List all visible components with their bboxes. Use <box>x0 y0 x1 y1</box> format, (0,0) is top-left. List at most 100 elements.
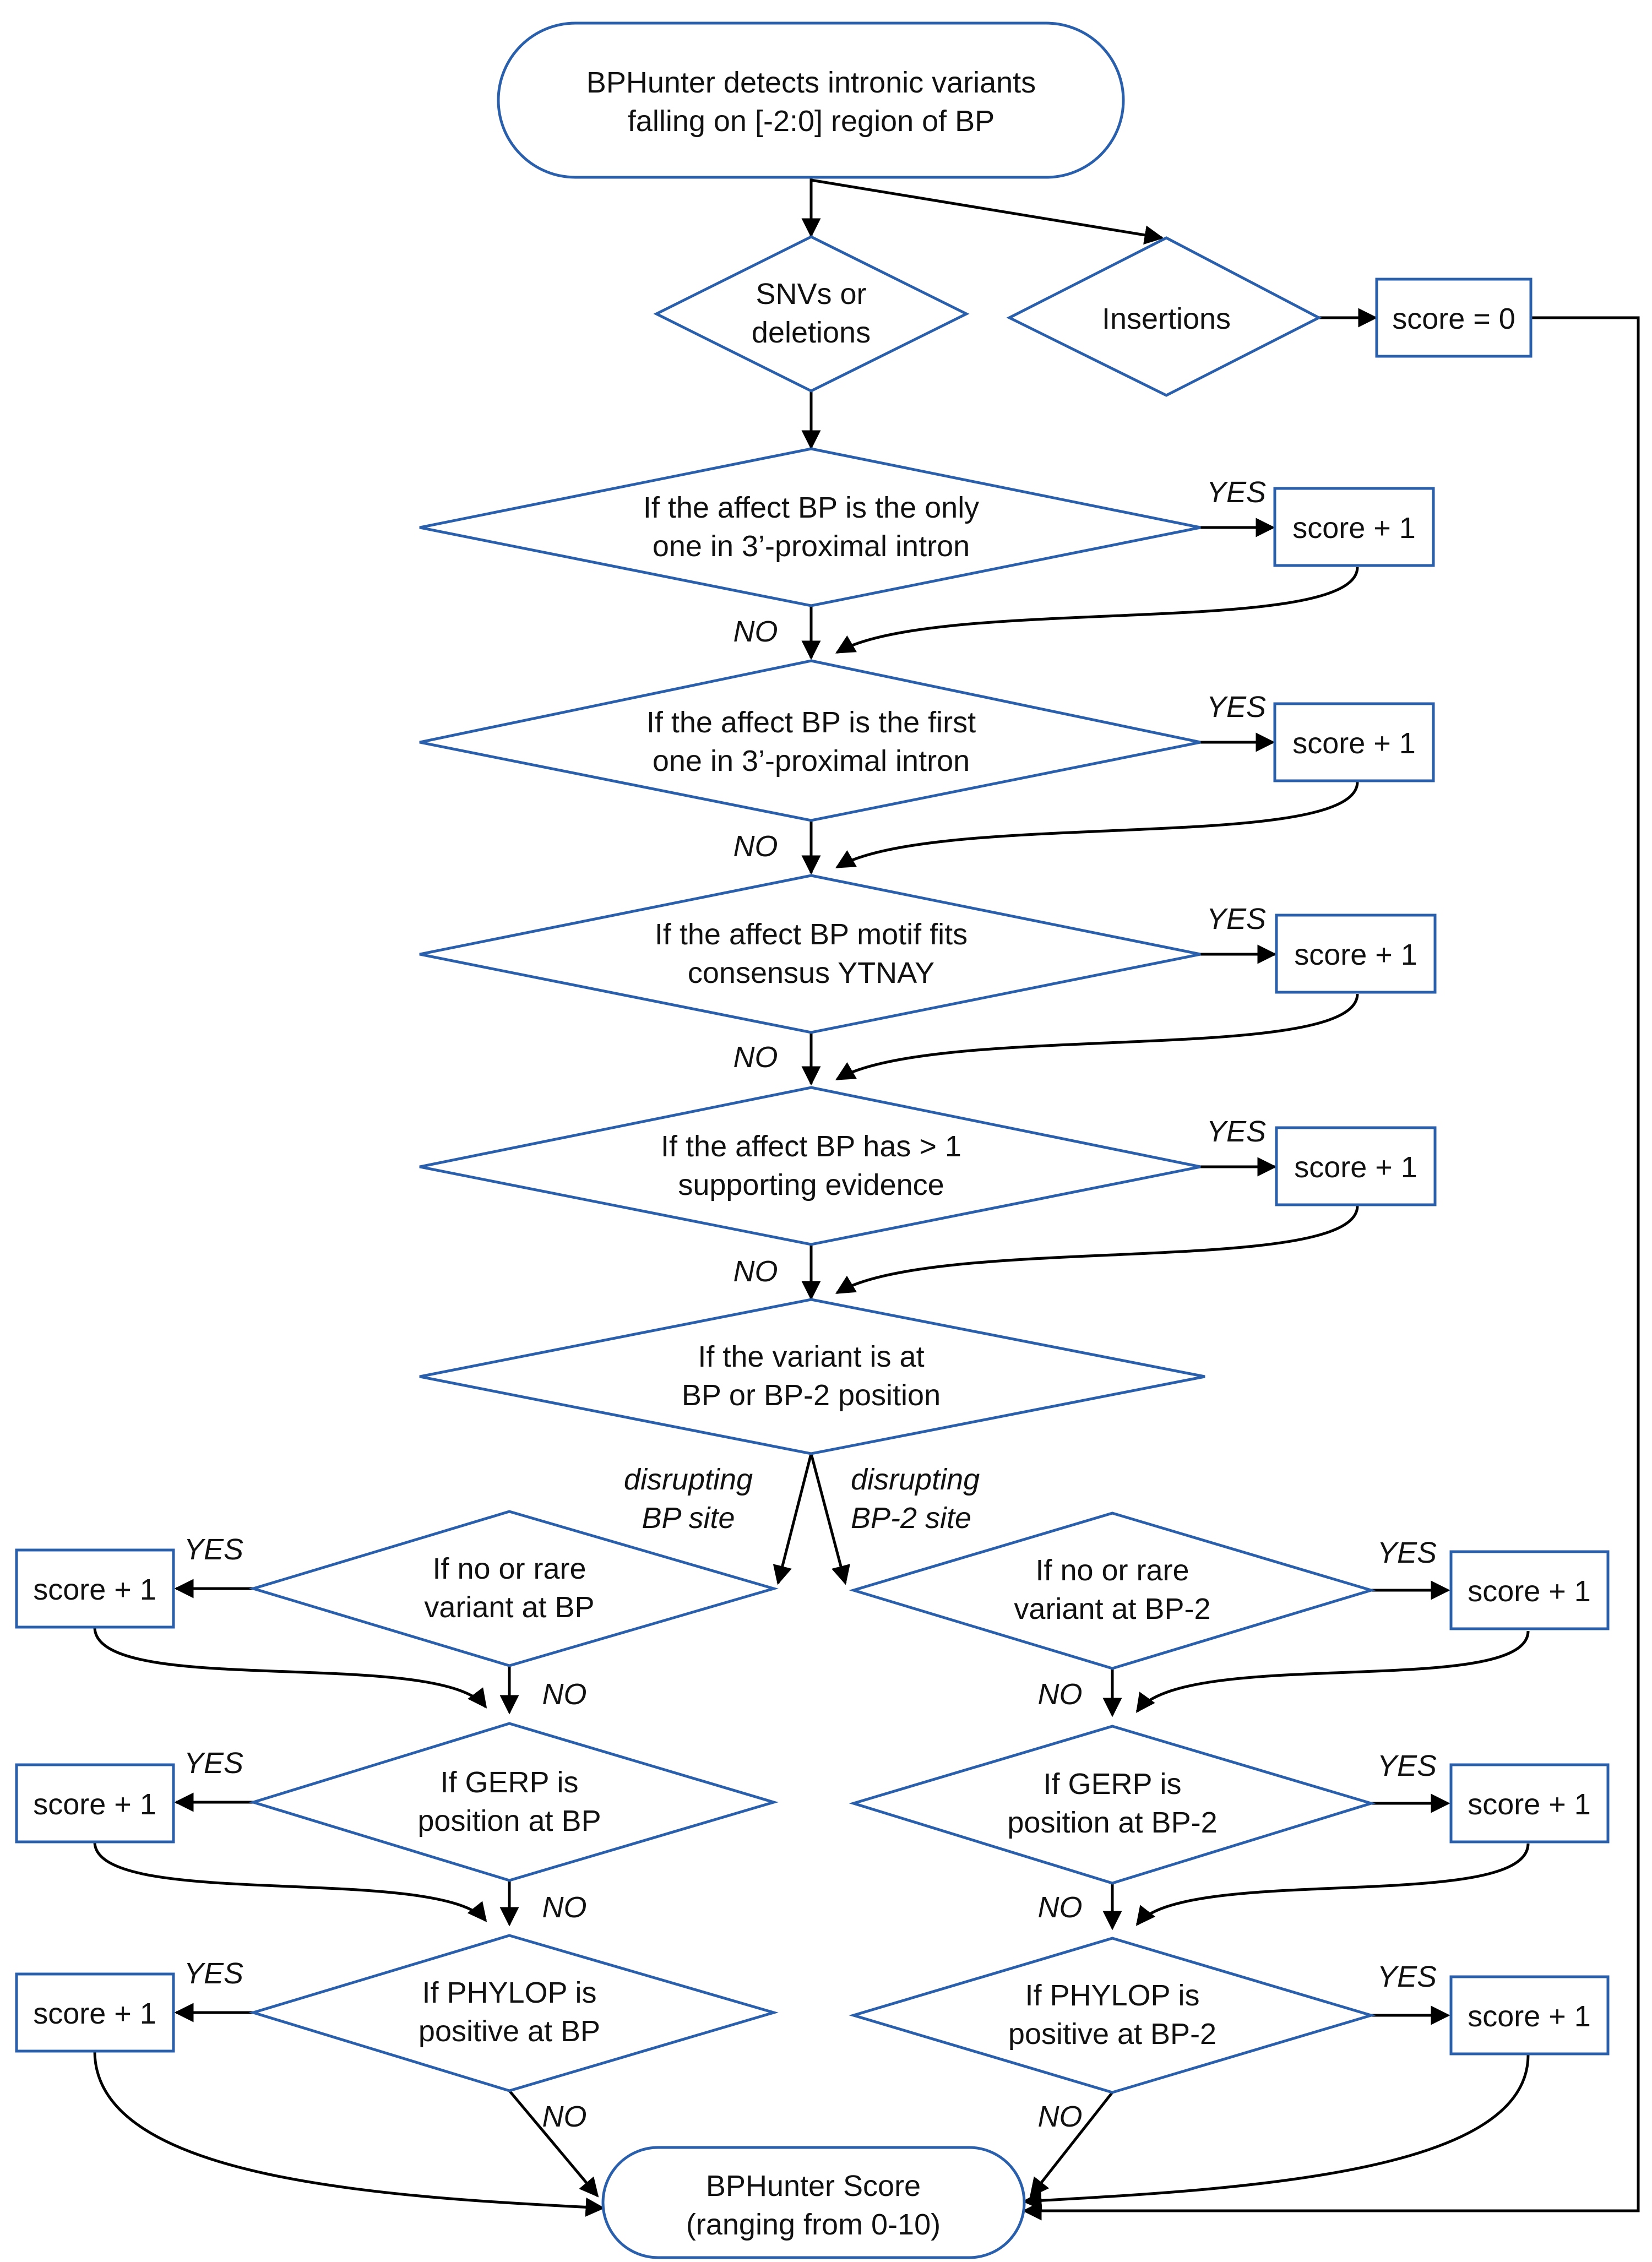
edge-position-to-rare-bp <box>773 1453 813 1585</box>
no-label: NO <box>733 615 778 648</box>
score-plus-label: score + 1 <box>1294 938 1417 971</box>
disrupt-bp2-line-1: disrupting <box>851 1463 980 1496</box>
yes-label: YES <box>184 1747 243 1780</box>
score-plus-label: score + 1 <box>1468 1575 1591 1608</box>
yes-label: YES <box>184 1957 243 1990</box>
edge-phylop-bp2-no <box>1029 2091 1113 2198</box>
score-plus-box-1: score + 1 <box>1273 487 1435 567</box>
snvs-line-1: SNVs or <box>756 278 866 311</box>
position-decision: If the variant is at BP or BP-2 position <box>419 1298 1205 1455</box>
no-label: NO <box>1038 1891 1083 1924</box>
edge-phylop-bp-no <box>508 2090 599 2198</box>
phylop-bp-line-2: positive at BP <box>419 2015 600 2048</box>
disrupt-bp-line-1: disrupting <box>624 1463 753 1496</box>
phylop-bp2-line-2: positive at BP-2 <box>1008 2018 1216 2051</box>
gerp-bp2-line-1: If GERP is <box>1043 1768 1181 1801</box>
phylop-bp-decision: If PHYLOP is positive at BP <box>248 1934 779 2092</box>
score-plus-box-4: score + 1 <box>1275 1126 1437 1206</box>
end-terminal: BPHunter Score (ranging from 0-10) <box>601 2146 1026 2259</box>
edge-rare-bp2-score-merge <box>1135 1630 1530 1713</box>
motif-line-2: consensus YTNAY <box>688 956 934 989</box>
position-line-2: BP or BP-2 position <box>682 1379 941 1412</box>
edge-start-to-insertions <box>811 178 1164 245</box>
end-line-1: BPHunter Score <box>706 2169 921 2203</box>
score-plus-label: score + 1 <box>1294 1151 1417 1184</box>
edge-score-zero-to-end <box>1022 316 1640 2221</box>
yes-label: YES <box>1207 1115 1266 1148</box>
score-plus-label: score + 1 <box>1292 727 1416 760</box>
gerp-bp2-line-2: position at BP-2 <box>1007 1806 1217 1839</box>
score-plus-box-2: score + 1 <box>1273 702 1435 782</box>
motif-line-1: If the affect BP motif fits <box>655 918 968 951</box>
score-plus-box-5: score + 1 <box>15 1548 175 1629</box>
snvs-line-2: deletions <box>752 316 871 349</box>
score-plus-box-10: score + 1 <box>1449 1975 1610 2056</box>
phylop-bp-line-1: If PHYLOP is <box>422 1976 596 2009</box>
gerp-bp-decision: If GERP is position at BP <box>248 1722 779 1882</box>
gerp-bp-line-2: position at BP <box>417 1804 601 1837</box>
rare-bp2-line-1: If no or rare <box>1035 1554 1189 1587</box>
yes-label: YES <box>1377 1960 1437 1993</box>
evidence-line-1: If the affect BP has > 1 <box>661 1130 961 1163</box>
no-label: NO <box>1038 1678 1083 1711</box>
rare-bp-line-1: If no or rare <box>432 1552 586 1585</box>
edges <box>93 177 1640 2221</box>
edge-position-to-rare-bp2 <box>809 1453 850 1585</box>
score-plus-label: score + 1 <box>33 1573 156 1606</box>
end-line-2: (ranging from 0-10) <box>686 2208 941 2241</box>
edge-first-bp-score-merge <box>835 781 1359 869</box>
start-terminal: BPHunter detects intronic variants falli… <box>497 21 1125 179</box>
phylop-bp2-decision: If PHYLOP is positive at BP-2 <box>849 1937 1376 2094</box>
phylop-bp2-line-1: If PHYLOP is <box>1025 1979 1199 2012</box>
score-plus-box-9: score + 1 <box>1449 1763 1610 1844</box>
nodes: BPHunter detects intronic variants falli… <box>15 21 1610 2259</box>
no-label: NO <box>733 1041 778 1074</box>
first-bp-decision: If the affect BP is the first one in 3’-… <box>419 659 1201 822</box>
insertions-label: Insertions <box>1102 302 1231 335</box>
score-plus-box-7: score + 1 <box>15 1972 175 2053</box>
edge-phylop-bp2-score-to-end <box>1022 2054 1530 2210</box>
score-plus-box-8: score + 1 <box>1449 1550 1610 1630</box>
edge-gerp-bp2-score-merge <box>1135 1843 1530 1926</box>
rare-bp-decision: If no or rare variant at BP <box>248 1510 779 1667</box>
edge-phylop-bp-score-to-end <box>93 2051 605 2217</box>
yes-label: YES <box>1207 902 1266 936</box>
start-line-2: falling on [-2:0] region of BP <box>628 105 995 138</box>
only-bp-line-2: one in 3’-proximal intron <box>653 530 970 563</box>
edge-motif-score-merge <box>835 993 1359 1081</box>
score-plus-box-3: score + 1 <box>1275 914 1437 994</box>
yes-label: YES <box>1377 1749 1437 1782</box>
only-bp-line-1: If the affect BP is the only <box>643 491 979 524</box>
rare-bp2-decision: If no or rare variant at BP-2 <box>849 1511 1376 1670</box>
edge-labels: YES YES YES YES NO NO NO NO disrupting B… <box>184 476 1437 2133</box>
yes-label: YES <box>1377 1536 1437 1569</box>
insertions-decision: Insertions <box>1006 236 1322 397</box>
yes-label: YES <box>1207 476 1266 509</box>
first-bp-line-1: If the affect BP is the first <box>646 706 976 739</box>
no-label: NO <box>733 1255 778 1288</box>
yes-label: YES <box>184 1533 243 1566</box>
score-zero-label: score = 0 <box>1392 302 1515 335</box>
rare-bp-line-2: variant at BP <box>424 1591 594 1624</box>
disrupt-bp-line-2: BP site <box>642 1502 735 1535</box>
evidence-line-2: supporting evidence <box>678 1168 944 1201</box>
gerp-bp2-decision: If GERP is position at BP-2 <box>849 1725 1376 1885</box>
start-line-1: BPHunter detects intronic variants <box>586 66 1036 99</box>
edge-only-bp-score-merge <box>835 567 1359 654</box>
no-label: NO <box>733 830 778 863</box>
first-bp-line-2: one in 3’-proximal intron <box>653 744 970 777</box>
score-zero-box: score = 0 <box>1375 278 1533 358</box>
edge-rare-bp-score-merge <box>93 1627 487 1709</box>
disrupt-bp2-line-2: BP-2 site <box>851 1502 971 1535</box>
no-label: NO <box>542 2100 587 2133</box>
score-plus-label: score + 1 <box>33 1997 156 2030</box>
yes-label: YES <box>1207 690 1266 724</box>
score-plus-label: score + 1 <box>1468 1788 1591 1821</box>
motif-decision: If the affect BP motif fits consensus YT… <box>419 874 1201 1034</box>
no-label: NO <box>542 1891 587 1924</box>
edge-gerp-bp-score-merge <box>93 1841 487 1922</box>
only-bp-decision: If the affect BP is the only one in 3’-p… <box>419 447 1201 607</box>
position-line-1: If the variant is at <box>698 1340 924 1373</box>
score-plus-box-6: score + 1 <box>15 1763 175 1844</box>
